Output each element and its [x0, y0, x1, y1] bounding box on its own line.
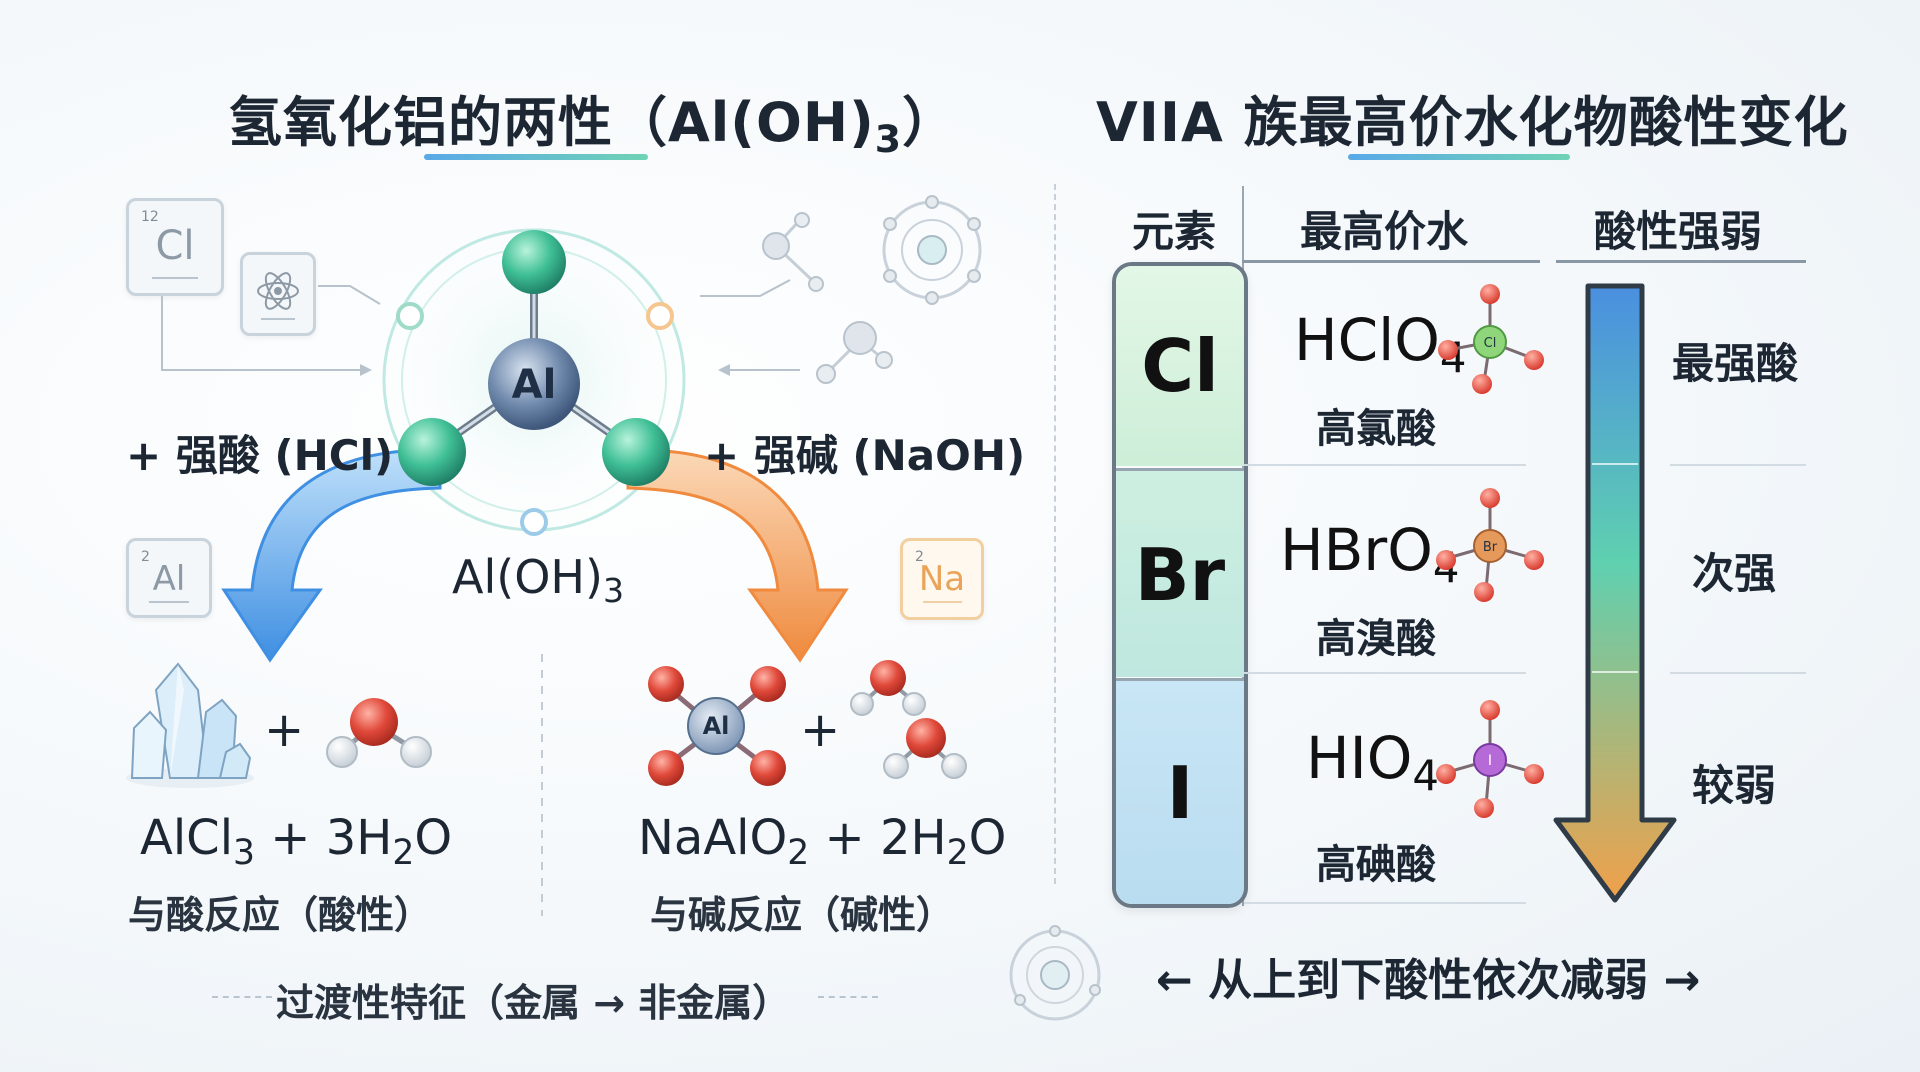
header-acid: 最高价水: [1300, 207, 1469, 256]
atom-icon: [257, 272, 299, 320]
oxyacid-molecules-svg: Cl Br I: [1436, 284, 1544, 818]
base-product-formula: NaAlO2 + 2H2O: [638, 810, 1007, 873]
cl-atom-label: Cl: [1484, 336, 1497, 351]
acid-name-br: 高溴酸: [1316, 616, 1436, 662]
base-product-caption: 与碱反应（碱性）: [650, 893, 955, 937]
strength-arrow: [1553, 283, 1677, 903]
acid-arrow: [221, 448, 442, 663]
cl-tile: 12 Cl: [126, 198, 224, 296]
na-tile: 2 Na: [900, 538, 984, 620]
element-column: Cl Br I: [1112, 262, 1248, 908]
row-sep-3: [1244, 902, 1526, 904]
orbital-atom-icon: [882, 195, 982, 305]
left-title: 氢氧化铝的两性（Al(OH)3）: [228, 91, 958, 162]
al-tile-number: 2: [141, 549, 150, 565]
acid-product-formula: AlCl3 + 3H2O: [140, 810, 453, 873]
element-i: I: [1166, 751, 1194, 835]
acid-name-cl: 高氯酸: [1316, 406, 1436, 452]
cl-tile-number: 12: [141, 209, 159, 225]
acid-name-i: 高碘酸: [1316, 842, 1436, 888]
header-element: 元素: [1132, 207, 1217, 256]
row-sep-2b: [1670, 672, 1806, 674]
row-sep-1b: [1670, 464, 1806, 466]
cl-oxyacid-molecule: Cl: [1438, 284, 1544, 394]
aluminate-molecule: [648, 666, 786, 786]
panel-divider: [1054, 184, 1056, 884]
row-sep-1: [1244, 464, 1526, 466]
acid-plus: +: [264, 702, 305, 758]
acid-formula-i: HIO4: [1306, 724, 1439, 800]
footnote-dash-left: [212, 996, 272, 998]
base-arrow: [626, 448, 849, 663]
right-title-underline: [1348, 154, 1570, 160]
i-oxyacid-molecule: I: [1436, 700, 1544, 818]
al-atom-label: Al: [511, 362, 557, 408]
header-rule-acid: [1242, 260, 1540, 263]
water-molecule-right-1: [850, 660, 926, 716]
cl-tile-symbol: Cl: [155, 223, 195, 269]
br-atom-label: Br: [1483, 540, 1498, 555]
element-br: Br: [1134, 533, 1226, 617]
water-molecule-right-2: [883, 718, 967, 779]
base-plus: +: [800, 702, 841, 758]
atom-tile: [240, 252, 316, 336]
crystal-icon: [126, 662, 254, 788]
na-tile-symbol: Na: [918, 559, 966, 599]
br-oxyacid-molecule: Br: [1436, 488, 1544, 602]
acid-reagent-label: + 强酸 (HCl): [126, 431, 394, 480]
i-atom-label: I: [1488, 753, 1492, 769]
al-atom: [488, 338, 580, 430]
strength-br: 次强: [1692, 549, 1777, 598]
element-cl: Cl: [1141, 324, 1219, 408]
header-rule-strength: [1556, 260, 1806, 263]
acid-formula-br: HBrO4: [1280, 516, 1459, 592]
bottom-atom-icon: [1009, 925, 1101, 1021]
center-formula: Al(OH)3: [452, 550, 625, 611]
al-tile: 2 Al: [126, 538, 212, 618]
row-br-bg: Br: [1116, 468, 1244, 677]
right-footnote: ← 从上到下酸性依次减弱 →: [1156, 955, 1701, 1006]
left-decoration-svg: [126, 195, 982, 916]
base-reagent-label: + 强碱 (NaOH): [704, 431, 1026, 480]
row-sep-2: [1244, 672, 1526, 674]
footnote-dash-right: [818, 996, 878, 998]
row-i-bg: I: [1116, 678, 1244, 904]
left-footnote: 过渡性特征（金属 → 非金属）: [276, 981, 791, 1025]
al-tile-symbol: Al: [152, 559, 186, 599]
left-title-underline: [424, 154, 648, 160]
right-title: VIIA 族最高价水化物酸性变化: [1096, 91, 1849, 154]
aluminate-center-label: Al: [702, 712, 730, 740]
na-tile-number: 2: [915, 549, 924, 565]
water-molecule-left: [326, 698, 432, 768]
acid-product-caption: 与酸反应（酸性）: [128, 893, 433, 937]
strength-i: 较弱: [1692, 761, 1777, 810]
strength-cl: 最强酸: [1672, 339, 1799, 388]
header-strength: 酸性强弱: [1594, 207, 1763, 256]
row-cl-bg: Cl: [1116, 266, 1244, 466]
